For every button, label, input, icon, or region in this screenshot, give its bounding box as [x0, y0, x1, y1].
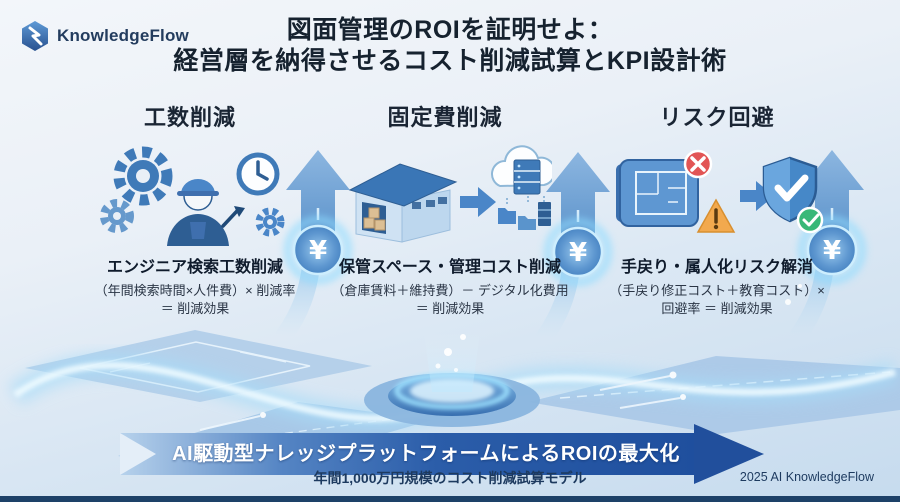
result-title: 手戻り・属人化リスク解消 [620, 259, 813, 276]
yen-symbol: ¥ [569, 238, 587, 268]
brand-logo: KnowledgeFlow [20, 20, 189, 52]
roi-banner-label: AI駆動型ナレッジプラットフォームによるROIの最大化 [172, 443, 680, 465]
formula-line1: （年間検索時間×人件費）× 削減率 [94, 283, 296, 298]
formula-line2: 回避率 ＝ 削減効果 [661, 301, 773, 316]
result-title: 保管スペース・管理コスト削減 [338, 259, 562, 276]
title-line-2: 経営層を納得させるコスト削減試算とKPI設計術 [173, 47, 727, 75]
central-hub [364, 332, 540, 427]
formula-line2: ＝ 削減効果 [160, 301, 230, 316]
engineer-gears-clock-icon [100, 146, 285, 246]
manhour-column-summary: エンジニア検索工数削減 （年間検索時間×人件費）× 削減率 ＝ 削減効果 [65, 253, 325, 318]
page-title: 図面管理のROIを証明せよ： 経営層を納得させるコスト削減試算とKPI設計術 [0, 15, 900, 77]
banner-arrow-shape [120, 424, 764, 484]
formula-line2: ＝ 削減効果 [415, 301, 485, 316]
arrow-right-icon [740, 181, 774, 211]
hexagon-k-icon [22, 21, 48, 51]
column-header-manhour: 工数削減 [143, 105, 236, 130]
title-line-1: 図面管理のROIを証明せよ： [286, 16, 614, 44]
circuit-lines [199, 284, 802, 431]
yen-symbol: ¥ [823, 236, 841, 266]
yen-up-arrow-icon: ¥ ¥ ¥ [284, 150, 864, 338]
column-header-risk: リスク回避 [659, 105, 775, 130]
fixed-cost-column-summary: 保管スペース・管理コスト削減 （倉庫賃料＋維持費）－ デジタル化費用 ＝ 削減効… [320, 253, 580, 318]
formula-line1: （手戻り修正コスト＋教育コスト）× [609, 283, 825, 298]
result-title: エンジニア検索工数削減 [106, 259, 283, 276]
yen-symbol: ¥ [309, 236, 327, 266]
blueprint-risk-to-shield-icon [616, 149, 824, 234]
warehouse-to-cloud-icon [348, 145, 552, 243]
risk-column-summary: 手戻り・属人化リスク解消 （手戻り修正コスト＋教育コスト）× 回避率 ＝ 削減効… [587, 253, 847, 318]
check-badge-icon [796, 206, 824, 234]
credit-text: 2025 AI KnowledgeFlow [739, 470, 874, 484]
brand-logo-text: KnowledgeFlow [57, 26, 189, 45]
column-header-fixed-cost: 固定費削減 [387, 105, 503, 130]
formula-line1: （倉庫賃料＋維持費）－ デジタル化費用 [331, 283, 569, 298]
bottom-accent-bar [0, 496, 900, 502]
roi-banner: AI駆動型ナレッジプラットフォームによるROIの最大化 [118, 421, 766, 487]
cost-model-note: 年間1,000万円規模のコスト削減試算モデル [313, 470, 587, 486]
arrow-right-icon [460, 187, 496, 217]
